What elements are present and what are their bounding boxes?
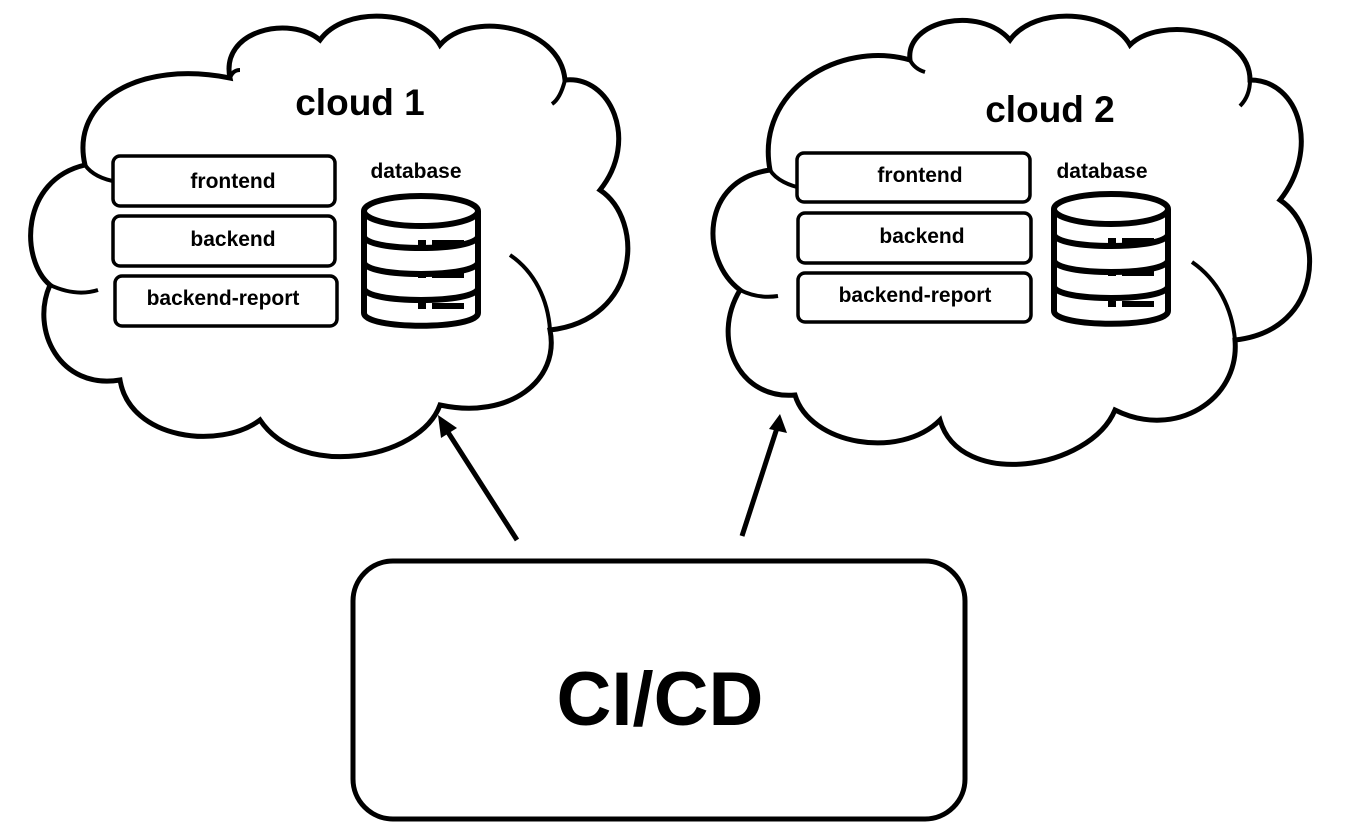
cloud-1-backend-report-label: backend-report (147, 287, 300, 310)
deploy-arrow-cloud-2 (739, 414, 787, 537)
cloud-2-database-icon (1051, 191, 1171, 327)
cloud-1-database-icon (361, 193, 481, 329)
cloud-1-backend-label: backend (190, 228, 275, 251)
cicd-label: CI/CD (557, 657, 764, 742)
cloud-2-backend-label: backend (879, 225, 964, 248)
cloud-2-frontend-box: frontend (795, 151, 1032, 204)
cloud-2: cloud 2 frontend backend backend-report … (710, 13, 1312, 467)
cloud-1-frontend-box: frontend (111, 154, 337, 208)
cloud-1: cloud 1 frontend backend backend-report … (28, 13, 631, 460)
cicd-box: CI/CD (350, 558, 968, 822)
cloud-1-backend-report-box: backend-report (113, 274, 339, 328)
cloud-1-frontend-label: frontend (190, 170, 275, 193)
cloud-2-frontend-label: frontend (877, 164, 962, 187)
cloud-1-title: cloud 1 (295, 82, 425, 123)
cloud-1-database-label: database (370, 160, 461, 183)
cloud-2-backend-report-label: backend-report (839, 284, 992, 307)
cloud-2-backend-report-box: backend-report (796, 271, 1033, 324)
cloud-2-database-label: database (1056, 160, 1147, 183)
deploy-arrow-cloud-1 (438, 415, 520, 542)
cloud-2-backend-box: backend (796, 211, 1033, 265)
cloud-1-backend-box: backend (111, 214, 337, 268)
cloud-2-title: cloud 2 (985, 89, 1115, 130)
